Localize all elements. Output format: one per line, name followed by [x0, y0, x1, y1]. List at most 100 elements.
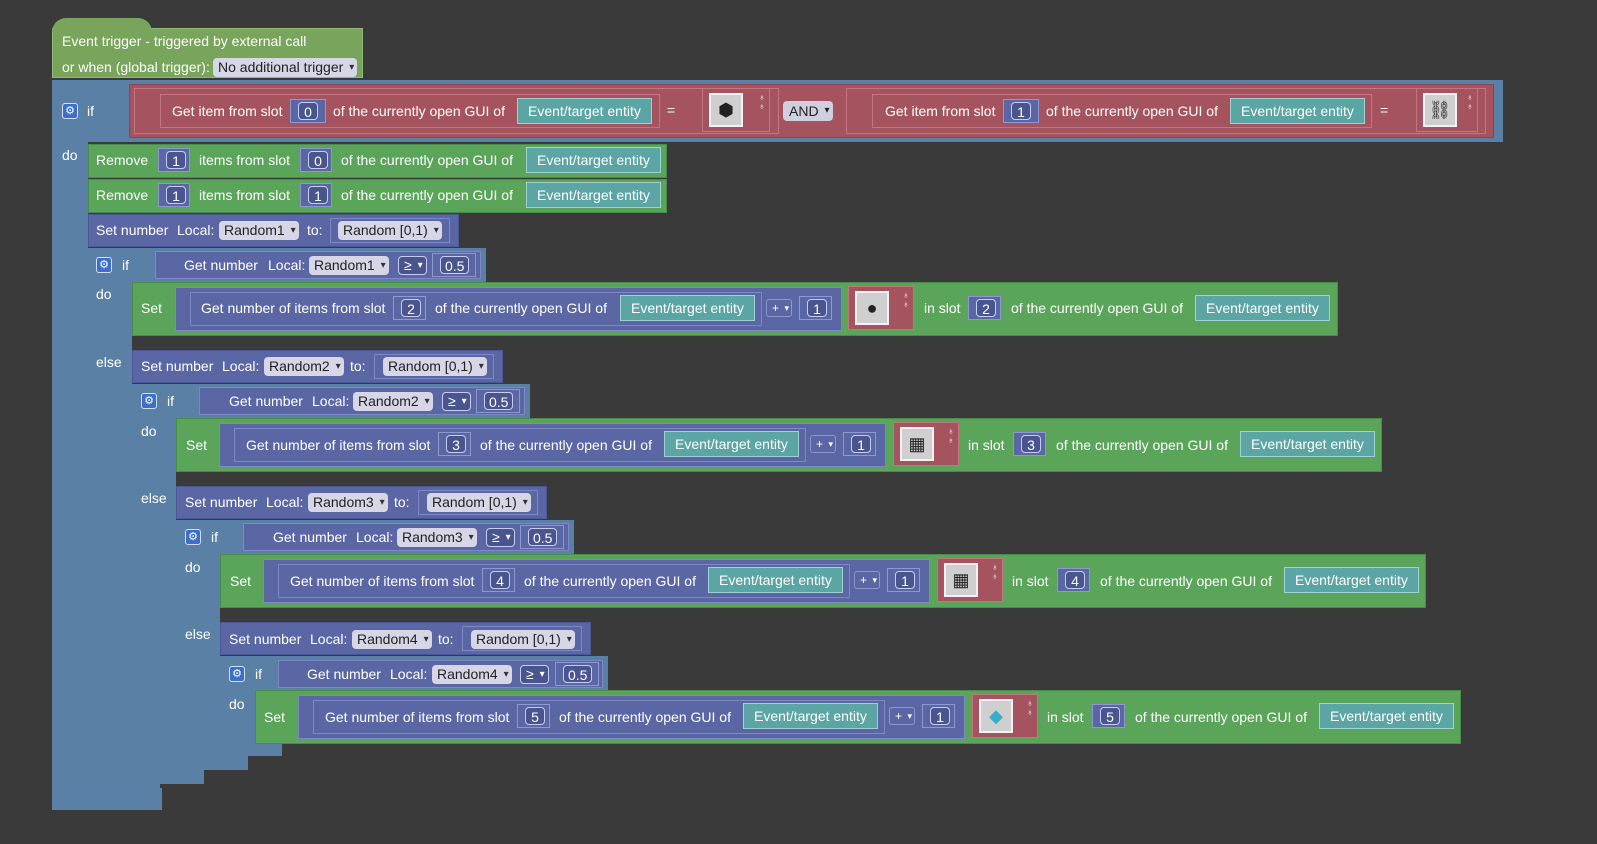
- remove-slot-field-2[interactable]: 1: [308, 186, 328, 204]
- random-dropdown-4[interactable]: Random [0,1): [471, 630, 575, 649]
- count-entity-4[interactable]: Event/target entity: [743, 703, 878, 729]
- remove-count-1[interactable]: 1: [158, 148, 190, 172]
- target-entity-3[interactable]: Event/target entity: [1284, 567, 1419, 593]
- gte-dropdown-2[interactable]: ≥: [442, 392, 471, 411]
- count-slot-1[interactable]: 2: [393, 296, 426, 320]
- gold-ore-icon[interactable]: ▦: [944, 563, 978, 597]
- get-var-dropdown-1[interactable]: Random1: [309, 256, 389, 275]
- set-var-dropdown-4[interactable]: Random4: [352, 630, 432, 649]
- diamond-icon[interactable]: ◆: [979, 699, 1013, 733]
- random-dropdown-1[interactable]: Random [0,1): [338, 221, 442, 240]
- add-amount-3[interactable]: 1: [887, 568, 920, 592]
- plus-dropdown-4[interactable]: +: [889, 707, 916, 725]
- target-entity-2[interactable]: Event/target entity: [1240, 431, 1375, 457]
- right-item-stack[interactable]: ⛓ ♁♁: [1416, 88, 1478, 132]
- remove-slot-2[interactable]: 1: [300, 183, 332, 207]
- target-entity-1[interactable]: Event/target entity: [1195, 295, 1330, 321]
- random-dropdown-2[interactable]: Random [0,1): [383, 357, 487, 376]
- item-stack-1[interactable]: ● ♁♁: [848, 286, 914, 330]
- get-var-dropdown-3[interactable]: Random3: [397, 528, 477, 547]
- right-slot-number[interactable]: 1: [1003, 99, 1039, 123]
- set-var-dropdown-1[interactable]: Random1: [219, 221, 299, 240]
- item-stack-3[interactable]: ▦ ♁♁: [937, 558, 1003, 602]
- if-gear-icon-3[interactable]: ⚙: [185, 529, 201, 545]
- left-entity-block[interactable]: Event/target entity: [517, 98, 652, 124]
- target-slot-field-1[interactable]: 2: [976, 299, 996, 317]
- count-slot-3[interactable]: 4: [482, 568, 515, 592]
- set-number-label-1: Set number: [96, 222, 169, 238]
- threshold-3[interactable]: 0.5: [520, 525, 564, 549]
- coal-icon[interactable]: ●: [855, 291, 889, 325]
- add-amount-field-4[interactable]: 1: [930, 707, 950, 725]
- remove-entity-1[interactable]: Event/target entity: [526, 147, 661, 173]
- threshold-1[interactable]: 0.5: [432, 253, 476, 277]
- target-slot-field-4[interactable]: 5: [1100, 707, 1120, 725]
- add-amount-field-2[interactable]: 1: [851, 435, 871, 453]
- iron-ore-icon[interactable]: ▦: [900, 427, 934, 461]
- threshold-field-4[interactable]: 0.5: [563, 665, 593, 683]
- add-amount-field-1[interactable]: 1: [807, 299, 827, 317]
- plus-dropdown-3[interactable]: +: [854, 571, 881, 589]
- gte-dropdown-4[interactable]: ≥: [520, 665, 549, 684]
- gte-dropdown-3[interactable]: ≥: [486, 528, 515, 547]
- gravel-icon[interactable]: ⬢: [709, 93, 743, 127]
- do-label-2: do: [141, 423, 157, 439]
- count-entity-3[interactable]: Event/target entity: [708, 567, 843, 593]
- remove-count-2[interactable]: 1: [158, 183, 190, 207]
- count-slot-2[interactable]: 3: [438, 432, 471, 456]
- target-slot-field-3[interactable]: 4: [1065, 571, 1085, 589]
- add-amount-field-3[interactable]: 1: [895, 571, 915, 589]
- chain-icon[interactable]: ⛓: [1423, 93, 1457, 127]
- random-dropdown-3[interactable]: Random [0,1): [427, 493, 531, 512]
- count-slot-field-2[interactable]: 3: [446, 435, 466, 453]
- plus-dropdown-2[interactable]: +: [810, 435, 837, 453]
- if-gear-icon-1[interactable]: ⚙: [96, 257, 112, 273]
- add-amount-1[interactable]: 1: [799, 296, 832, 320]
- count-entity-2[interactable]: Event/target entity: [664, 431, 799, 457]
- left-slot-number[interactable]: 0: [290, 99, 326, 123]
- item-stack-2[interactable]: ▦ ♁♁: [893, 422, 959, 466]
- count-slot-4[interactable]: 5: [517, 704, 550, 728]
- count-slot-field-1[interactable]: 2: [401, 299, 421, 317]
- count-slot-field-3[interactable]: 4: [490, 571, 510, 589]
- set-var-dropdown-3[interactable]: Random3: [308, 493, 388, 512]
- target-slot-1[interactable]: 2: [968, 296, 1001, 320]
- and-operator-dropdown[interactable]: AND: [783, 101, 833, 121]
- right-entity-block[interactable]: Event/target entity: [1230, 98, 1365, 124]
- gte-dropdown-1[interactable]: ≥: [398, 256, 427, 275]
- threshold-4[interactable]: 0.5: [555, 662, 599, 686]
- threshold-field-3[interactable]: 0.5: [528, 528, 558, 546]
- threshold-field-1[interactable]: 0.5: [440, 256, 470, 274]
- remove-slot-field-1[interactable]: 0: [308, 151, 328, 169]
- item-stack-4[interactable]: ◆ ♁♁: [972, 694, 1038, 738]
- threshold-field-2[interactable]: 0.5: [484, 392, 514, 410]
- get-var-dropdown-2[interactable]: Random2: [353, 392, 433, 411]
- if-gear-icon-4[interactable]: ⚙: [229, 666, 245, 682]
- outer-if-gear-icon[interactable]: ⚙: [62, 103, 78, 119]
- add-amount-4[interactable]: 1: [922, 704, 955, 728]
- remove-slot-1[interactable]: 0: [300, 148, 332, 172]
- count-entity-1[interactable]: Event/target entity: [620, 295, 755, 321]
- target-slot-2[interactable]: 3: [1013, 432, 1046, 456]
- plus-dropdown-1[interactable]: +: [766, 299, 793, 317]
- left-slot-field[interactable]: 0: [298, 102, 318, 120]
- target-slot-4[interactable]: 5: [1092, 704, 1125, 728]
- get-number-label-4: Get number: [307, 666, 381, 682]
- remove-entity-2[interactable]: Event/target entity: [526, 182, 661, 208]
- right-slot-field[interactable]: 1: [1011, 102, 1031, 120]
- target-slot-3[interactable]: 4: [1057, 568, 1090, 592]
- get-var-dropdown-4[interactable]: Random4: [432, 665, 512, 684]
- count-slot-field-4[interactable]: 5: [525, 707, 545, 725]
- set-var-dropdown-2[interactable]: Random2: [264, 357, 344, 376]
- global-trigger-dropdown[interactable]: No additional trigger: [213, 58, 358, 77]
- remove-count-field-1[interactable]: 1: [166, 151, 186, 169]
- if-gear-icon-2[interactable]: ⚙: [141, 393, 157, 409]
- event-trigger-block[interactable]: [52, 28, 363, 78]
- remove-count-field-2[interactable]: 1: [166, 186, 186, 204]
- target-entity-4[interactable]: Event/target entity: [1319, 703, 1454, 729]
- left-item-stack[interactable]: ⬢ ♁♁: [702, 88, 770, 132]
- item-options-icon: ♁♁: [991, 562, 999, 581]
- threshold-2[interactable]: 0.5: [476, 389, 520, 413]
- target-slot-field-2[interactable]: 3: [1021, 435, 1041, 453]
- add-amount-2[interactable]: 1: [843, 432, 876, 456]
